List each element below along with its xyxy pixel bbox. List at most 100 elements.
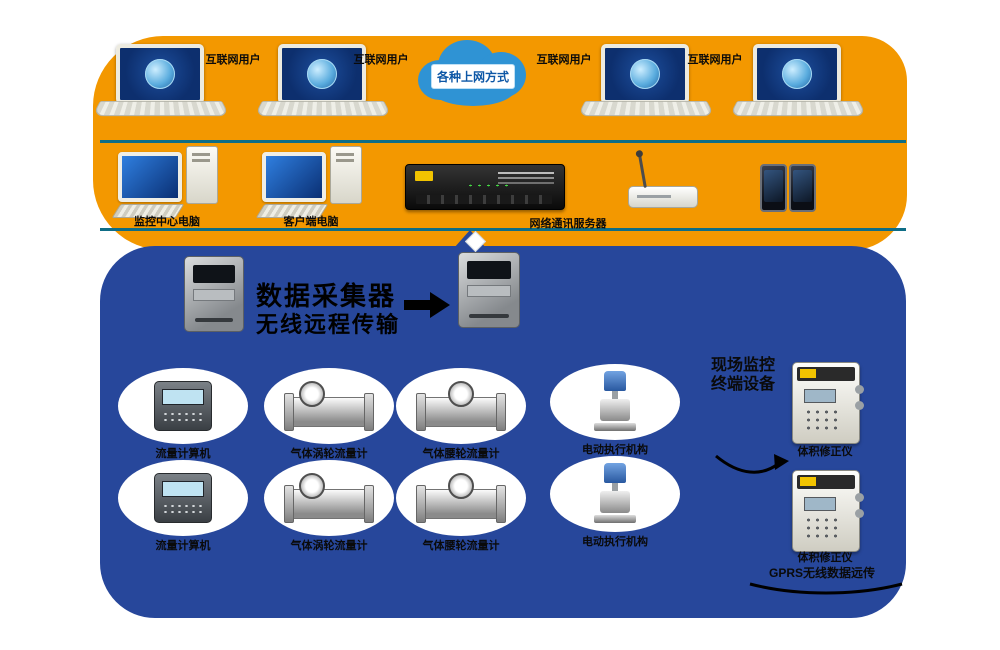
collector-title-line1: 数据采集器 bbox=[256, 281, 397, 311]
arrow-tip bbox=[430, 292, 450, 318]
device-blob bbox=[550, 364, 680, 440]
globe-icon bbox=[782, 59, 812, 89]
desktop-pc-icon bbox=[111, 146, 224, 218]
laptop-caption: 互联网用户 bbox=[536, 54, 592, 66]
valve-flange bbox=[594, 423, 636, 431]
control-valve-icon bbox=[594, 463, 636, 525]
device-label: 监控中心电脑 bbox=[134, 216, 200, 228]
server-leds bbox=[466, 183, 510, 188]
device-label: 气体腰轮流量计 bbox=[422, 448, 500, 460]
arrow-bar bbox=[404, 300, 430, 310]
corrector-keypad bbox=[804, 516, 840, 540]
collector-screen bbox=[193, 265, 235, 283]
globe-icon bbox=[145, 59, 175, 89]
laptop-caption: 互联网用户 bbox=[353, 54, 409, 66]
device-label: 体积修正仪 bbox=[797, 446, 853, 458]
meter-gauge bbox=[448, 473, 474, 500]
terminal-slot bbox=[469, 314, 509, 318]
device-blob bbox=[550, 456, 680, 532]
warning-sticker bbox=[800, 477, 816, 486]
server-logo bbox=[415, 171, 433, 181]
device-blob bbox=[118, 460, 248, 536]
valve-flange bbox=[594, 515, 636, 523]
corrector-keypad bbox=[804, 408, 840, 432]
laptop-caption: 互联网用户 bbox=[687, 54, 743, 66]
swoosh-underline bbox=[749, 582, 903, 595]
turbine-flowmeter-icon bbox=[284, 473, 374, 524]
laptop-caption: 互联网用户 bbox=[205, 54, 261, 66]
terminal-screen bbox=[467, 261, 511, 279]
device-blob bbox=[396, 368, 526, 444]
device-label: 体积修正仪 bbox=[797, 552, 853, 564]
laptop-screen bbox=[601, 44, 689, 104]
laptop-icon bbox=[728, 44, 868, 118]
meter-gauge bbox=[298, 381, 325, 408]
collector-title-line2: 无线远程传输 bbox=[256, 311, 401, 337]
device-blob bbox=[118, 368, 248, 444]
valve-stem bbox=[612, 391, 618, 400]
data-collector-icon bbox=[184, 256, 244, 332]
collector-panel bbox=[193, 289, 235, 301]
flow-computer-keys bbox=[162, 411, 202, 424]
flow-computer-keys bbox=[162, 503, 202, 516]
roots-flowmeter-icon bbox=[416, 381, 506, 432]
pc-monitor bbox=[118, 152, 182, 202]
pc-tower bbox=[186, 146, 218, 204]
wireless-note: GPRS无线数据远传 bbox=[768, 566, 875, 580]
corrector-display bbox=[804, 389, 836, 403]
laptop-icon bbox=[576, 44, 716, 118]
roots-flowmeter-icon bbox=[416, 473, 506, 524]
laptop-keyboard bbox=[91, 101, 231, 117]
collector-slot bbox=[195, 318, 233, 322]
wifi-router-icon bbox=[628, 154, 698, 208]
control-valve-icon bbox=[594, 371, 636, 433]
flow-computer-icon bbox=[154, 473, 212, 523]
flow-computer-display bbox=[162, 481, 204, 497]
device-blob bbox=[264, 368, 394, 444]
laptop-icon bbox=[91, 44, 231, 118]
device-label: 气体涡轮流量计 bbox=[290, 540, 368, 552]
laptop-screen bbox=[116, 44, 204, 104]
remote-terminal-icon bbox=[458, 252, 520, 328]
turbine-flowmeter-icon bbox=[284, 381, 374, 432]
flow-arrow bbox=[404, 292, 452, 318]
valve-actuator bbox=[604, 371, 626, 391]
flow-computer-display bbox=[162, 389, 204, 405]
corrector-display bbox=[804, 497, 836, 511]
laptop-keyboard bbox=[576, 101, 716, 117]
right-title-line1: 现场监控 bbox=[710, 357, 775, 374]
right-section-title: 现场监控 终端设备 bbox=[698, 356, 788, 394]
device-label: 气体涡轮流量计 bbox=[290, 448, 368, 460]
server-ports bbox=[416, 195, 552, 204]
device-label: 流量计算机 bbox=[155, 540, 211, 552]
device-blob bbox=[264, 460, 394, 536]
smartphone-icon bbox=[789, 164, 816, 212]
valve-stem bbox=[612, 483, 618, 492]
globe-icon bbox=[630, 59, 660, 89]
pc-tower bbox=[330, 146, 362, 204]
cloud-label: 各种上网方式 bbox=[431, 64, 516, 89]
curved-arrow bbox=[715, 454, 789, 474]
device-label: 气体腰轮流量计 bbox=[422, 540, 500, 552]
pc-monitor bbox=[262, 152, 326, 202]
internet-cloud: 各种上网方式 bbox=[418, 40, 530, 110]
meter-gauge bbox=[298, 473, 325, 500]
smartphone-icon bbox=[760, 164, 787, 212]
collector-title: 数据采集器 无线远程传输 bbox=[256, 281, 436, 337]
device-label: 网络通讯服务器 bbox=[529, 218, 607, 230]
desktop-pc-icon bbox=[255, 146, 368, 218]
flow-computer-icon bbox=[154, 381, 212, 431]
warning-sticker bbox=[800, 369, 816, 378]
globe-icon bbox=[307, 59, 337, 89]
bus-line-top bbox=[100, 140, 906, 143]
corrector-pipes bbox=[855, 493, 864, 502]
device-label: 客户端电脑 bbox=[283, 216, 339, 228]
bus-line-bottom bbox=[100, 228, 906, 231]
valve-actuator bbox=[604, 463, 626, 483]
server-text-lines bbox=[498, 172, 554, 174]
laptop-keyboard bbox=[728, 101, 868, 117]
device-label: 电动执行机构 bbox=[582, 536, 648, 548]
laptop-keyboard bbox=[253, 101, 393, 117]
volume-corrector-icon bbox=[792, 470, 864, 552]
